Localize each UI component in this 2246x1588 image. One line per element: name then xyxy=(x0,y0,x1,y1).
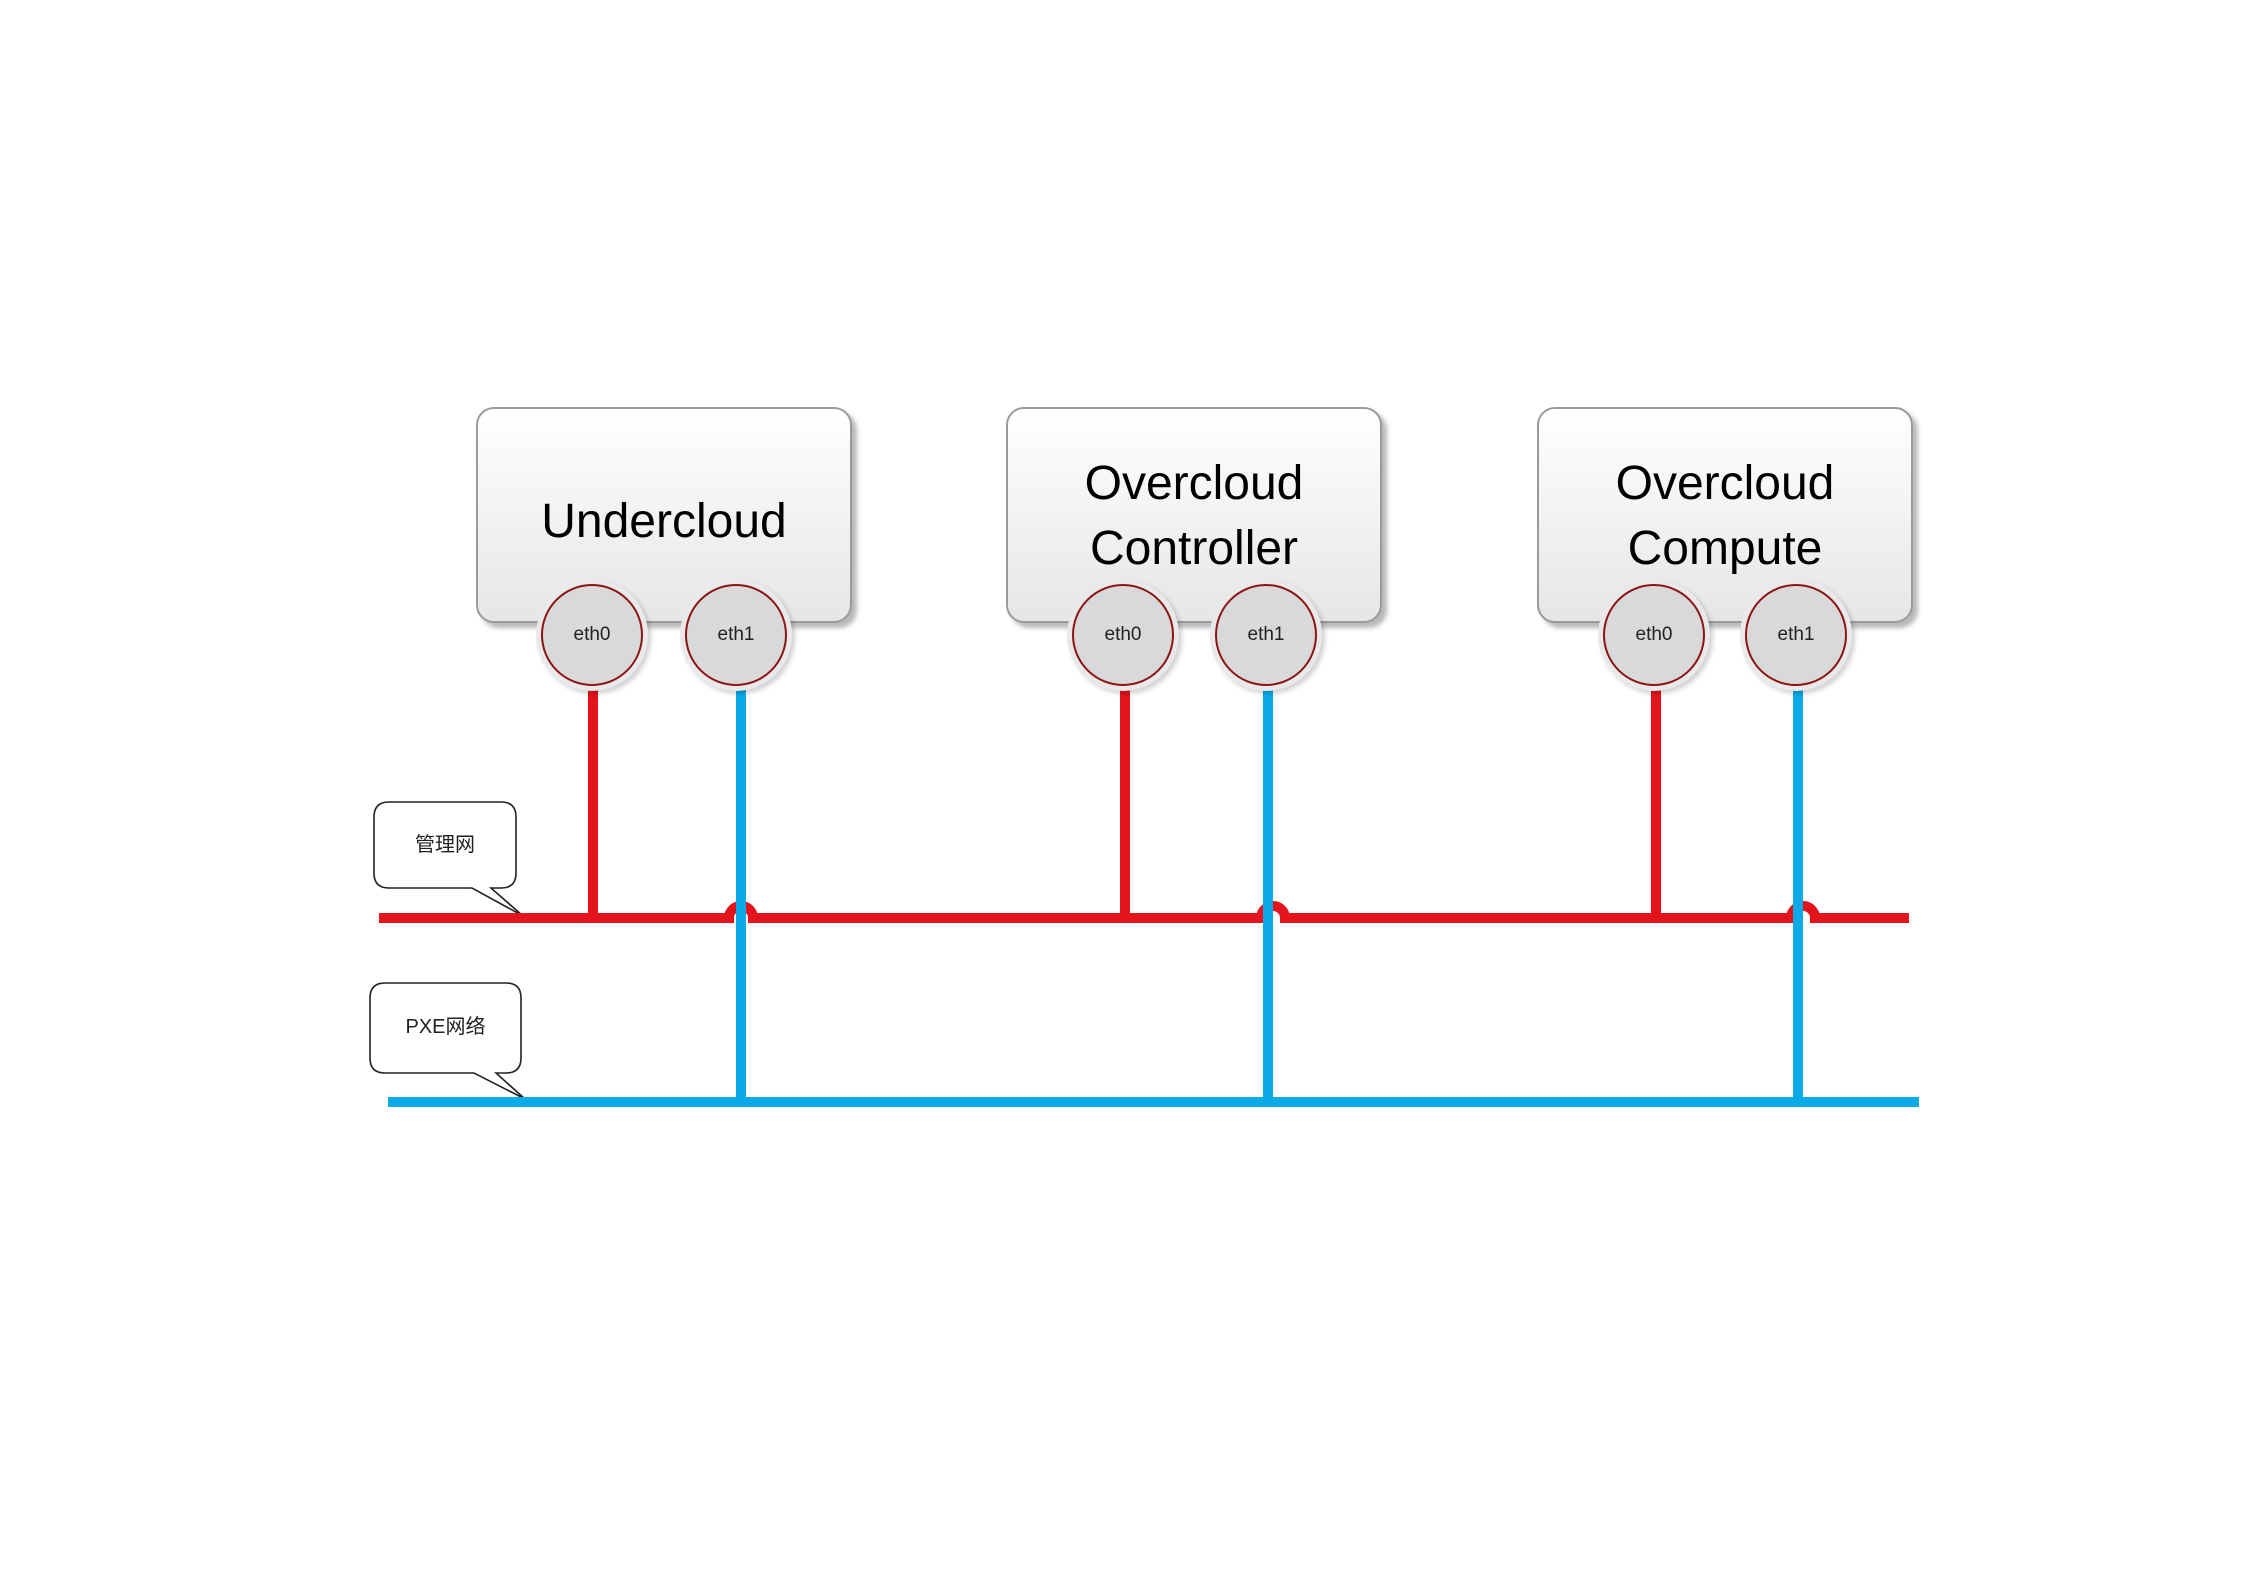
management-network-callout xyxy=(373,801,524,917)
undercloud-title: Undercloud xyxy=(541,495,787,548)
undercloud-eth0-port: eth0 xyxy=(541,584,643,686)
overcloud-controller-node: Overcloud Controller xyxy=(1006,407,1382,623)
management-network-label: 管理网 xyxy=(415,834,475,856)
undercloud-node: Undercloud xyxy=(476,407,852,623)
overcloud-compute-node: Overcloud Compute xyxy=(1537,407,1913,623)
overcloud-controller-eth0-port: eth0 xyxy=(1072,584,1174,686)
pxe-network-callout xyxy=(369,982,526,1100)
overcloud-compute-title: Overcloud Compute xyxy=(1615,457,1835,575)
pxe-network-label: PXE网络 xyxy=(405,1016,486,1038)
undercloud-eth1-port: eth1 xyxy=(685,584,787,686)
management-network-line xyxy=(379,901,1909,923)
overcloud-controller-title: Overcloud Controller xyxy=(1084,457,1304,575)
overcloud-compute-eth0-port: eth0 xyxy=(1603,584,1705,686)
overcloud-controller-eth1-port: eth1 xyxy=(1215,584,1317,686)
overcloud-compute-eth1-port: eth1 xyxy=(1745,584,1847,686)
